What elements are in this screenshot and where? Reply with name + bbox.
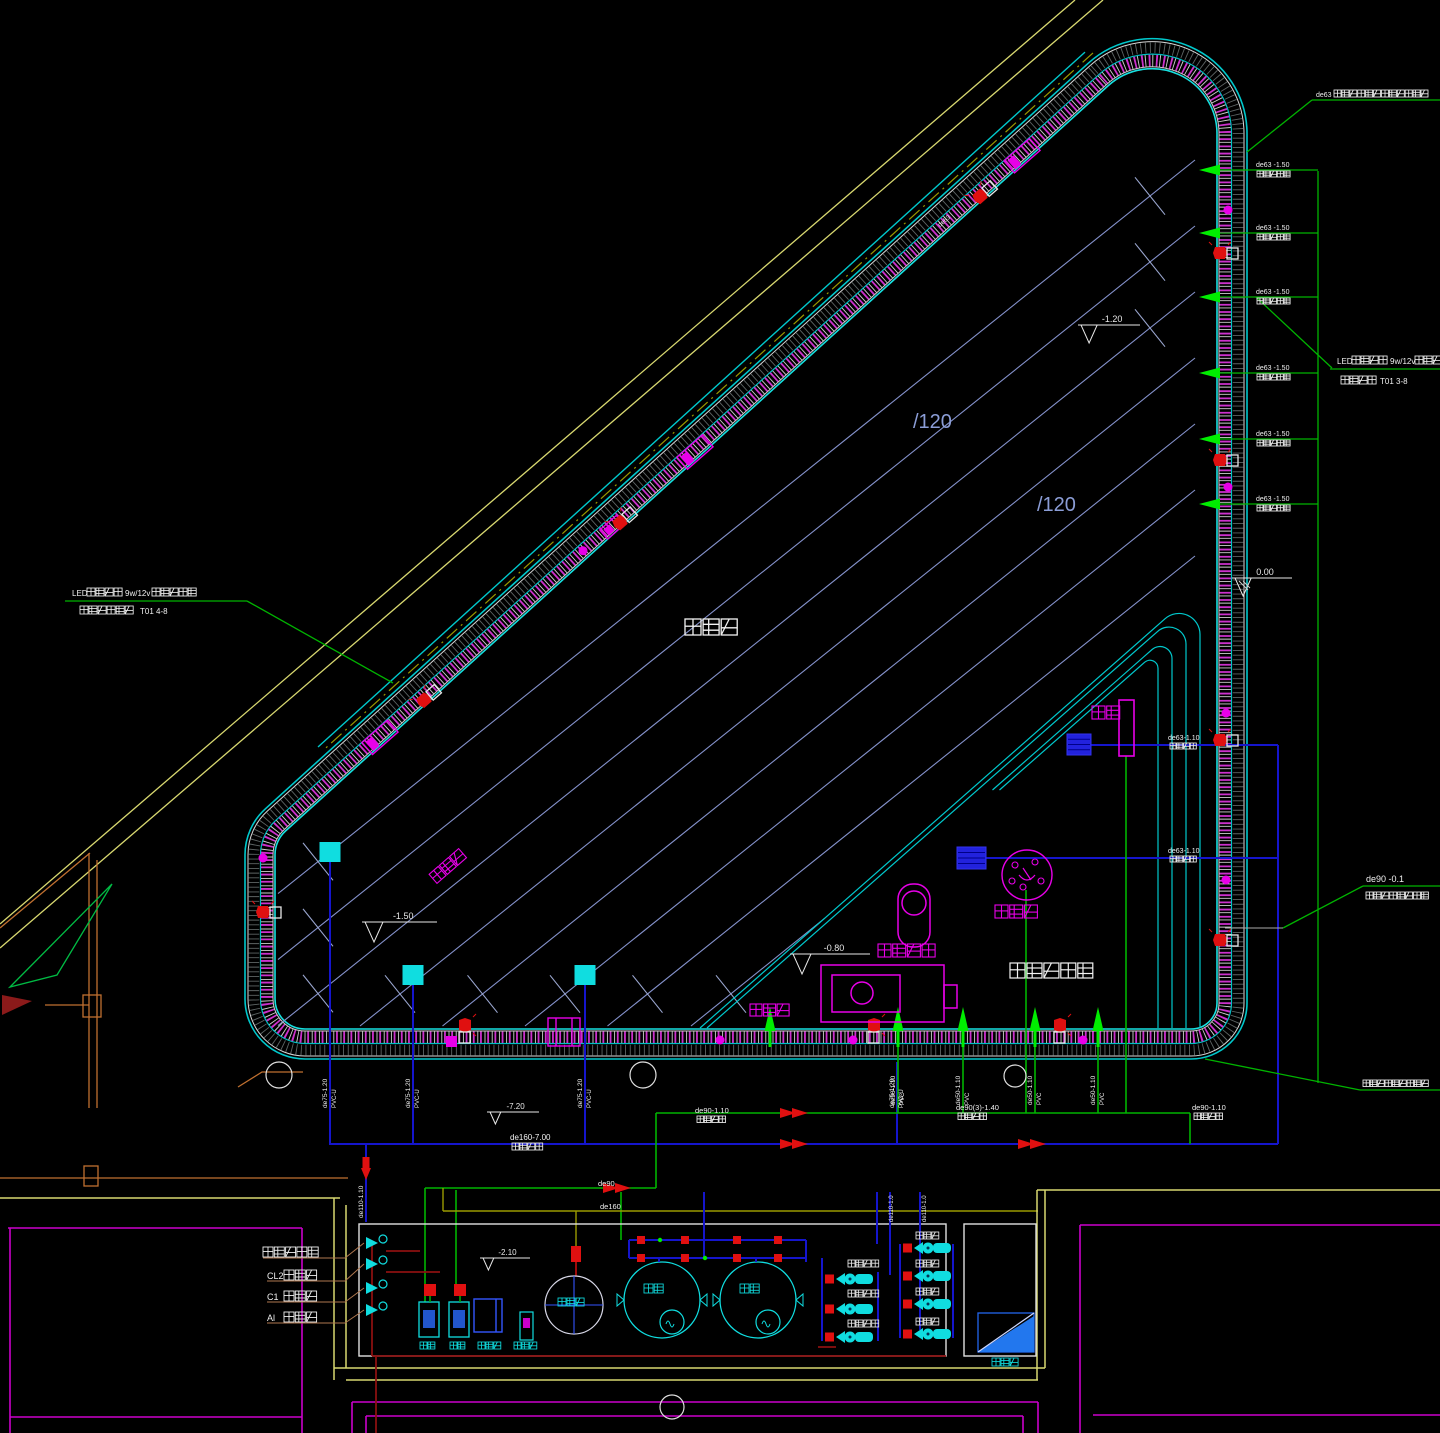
svg-text:-1.20: -1.20: [1102, 314, 1123, 324]
svg-text:de90-1.10: de90-1.10: [1192, 1103, 1226, 1112]
svg-text:/120: /120: [1037, 494, 1076, 516]
svg-text:PVC-U: PVC-U: [332, 1089, 338, 1108]
svg-text:de63-1.10: de63-1.10: [1168, 848, 1200, 855]
svg-text:de90(3)-1.40: de90(3)-1.40: [956, 1103, 999, 1112]
svg-text:de63 -1.50: de63 -1.50: [1256, 225, 1290, 232]
svg-text:-2.10: -2.10: [498, 1248, 517, 1257]
svg-text:-7.20: -7.20: [506, 1102, 525, 1111]
svg-text:0.00: 0.00: [1256, 567, 1274, 577]
svg-text:de90: de90: [598, 1179, 615, 1188]
svg-text:de50-1.10: de50-1.10: [1090, 1075, 1097, 1105]
svg-text:PVC: PVC: [1037, 1092, 1043, 1105]
svg-text:Al: Al: [267, 1313, 275, 1323]
svg-text:de63 -1.50: de63 -1.50: [1256, 365, 1290, 372]
svg-text:PVC: PVC: [965, 1092, 971, 1105]
svg-text:PVC: PVC: [1100, 1092, 1106, 1105]
svg-text:de75-1.20: de75-1.20: [889, 1078, 896, 1108]
svg-text:de63-1.10: de63-1.10: [1168, 735, 1200, 742]
svg-text:de90-1.10: de90-1.10: [695, 1106, 729, 1115]
svg-text:T01 4-8: T01 4-8: [140, 607, 168, 616]
svg-text:PVC-U: PVC-U: [587, 1089, 593, 1108]
svg-text:de63 -1.50: de63 -1.50: [1256, 496, 1290, 503]
svg-text:9w/12v: 9w/12v: [1390, 357, 1415, 366]
svg-text:de160: de160: [600, 1202, 621, 1211]
svg-text:de160-7.00: de160-7.00: [510, 1133, 551, 1142]
svg-text:-0.80: -0.80: [824, 943, 845, 953]
svg-text:PVC-U: PVC-U: [415, 1089, 421, 1108]
svg-text:de50-1.10: de50-1.10: [1027, 1075, 1034, 1105]
svg-text:PVC-U: PVC-U: [899, 1089, 905, 1108]
svg-text:-1.50: -1.50: [393, 911, 414, 921]
svg-text:de75-1.20: de75-1.20: [577, 1078, 584, 1108]
svg-text:/120: /120: [913, 411, 952, 433]
svg-text:de63: de63: [1316, 92, 1332, 99]
svg-text:de63 -1.50: de63 -1.50: [1256, 289, 1290, 296]
svg-text:LED: LED: [72, 589, 88, 598]
svg-text:de63 -1.50: de63 -1.50: [1256, 431, 1290, 438]
svg-text:T01 3-8: T01 3-8: [1380, 377, 1408, 386]
svg-text:de110-1.0: de110-1.0: [889, 1195, 895, 1222]
svg-text:9w/12v: 9w/12v: [125, 589, 150, 598]
svg-text:C1: C1: [267, 1292, 279, 1302]
svg-text:de50-1.10: de50-1.10: [890, 1075, 897, 1105]
svg-text:de50-1.10: de50-1.10: [955, 1075, 962, 1105]
svg-text:de63 -1.50: de63 -1.50: [1256, 162, 1290, 169]
svg-text:de75-1.20: de75-1.20: [405, 1078, 412, 1108]
svg-text:de75-1.20: de75-1.20: [322, 1078, 329, 1108]
svg-text:de90 -0.1: de90 -0.1: [1366, 874, 1404, 884]
svg-text:PVC: PVC: [900, 1092, 906, 1105]
svg-text:CL2: CL2: [267, 1271, 284, 1281]
svg-text:de110-1.0: de110-1.0: [922, 1195, 928, 1222]
svg-text:de110-1.10: de110-1.10: [358, 1185, 365, 1218]
svg-text:LED: LED: [1337, 357, 1353, 366]
